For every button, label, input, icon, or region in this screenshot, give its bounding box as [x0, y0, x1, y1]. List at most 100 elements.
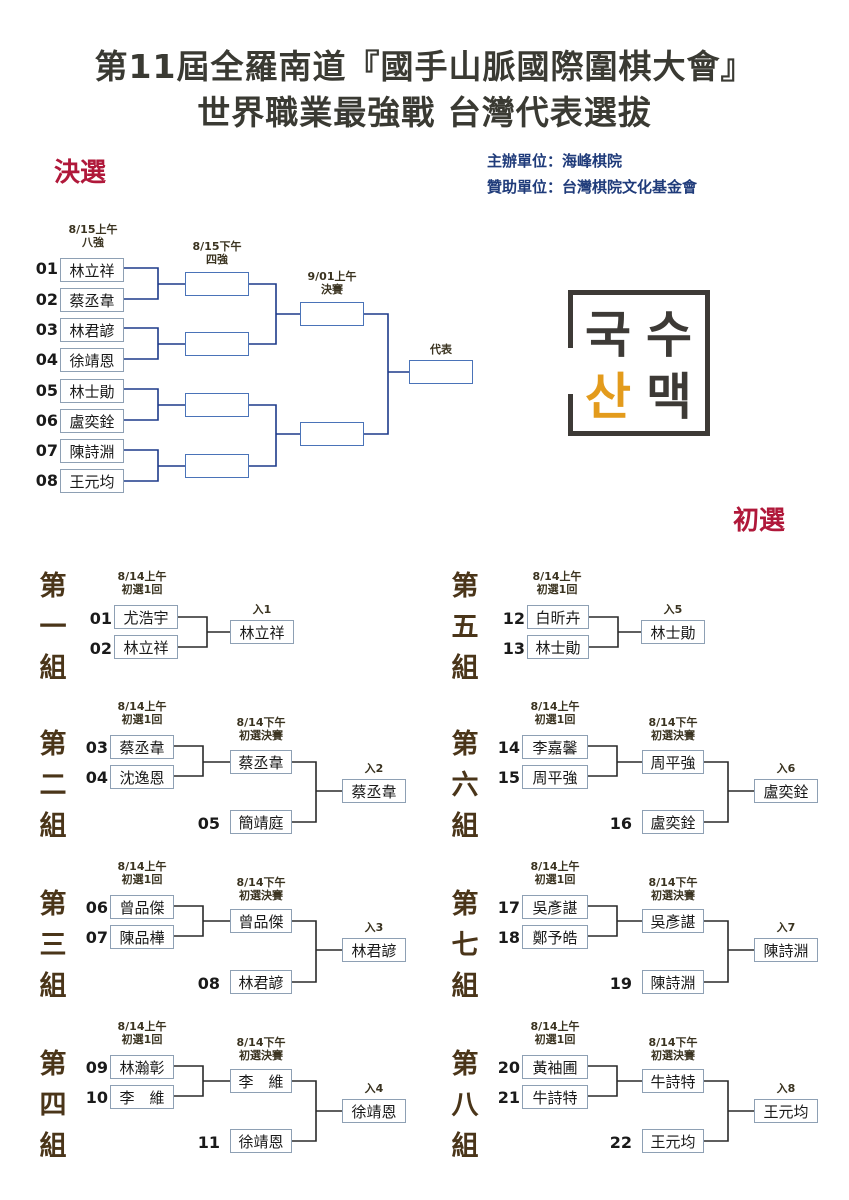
group-title: 第 五 組: [450, 566, 480, 689]
round1-date: 8/14上午: [530, 700, 580, 713]
round1-stage: 初選1回: [536, 583, 578, 596]
group-player: 吳彥諶: [522, 895, 588, 919]
group-title-char: 第: [451, 889, 479, 920]
group-title-char: 組: [451, 653, 479, 684]
seed-number: 06: [35, 411, 58, 430]
finals-r3-date: 9/01上午: [307, 270, 357, 283]
round2-date: 8/14下午: [236, 1036, 286, 1049]
group-title-char: 組: [451, 1131, 479, 1162]
group-title-char: 第: [39, 571, 67, 602]
finals-winner-label: 代表: [430, 343, 452, 356]
seed-number: 01: [89, 609, 112, 628]
round1-date: 8/14上午: [530, 860, 580, 873]
round2-stage: 初選決賽: [239, 729, 283, 742]
round1-date: 8/14上午: [117, 1020, 167, 1033]
bye-player: 林君諺: [230, 970, 292, 994]
host-organizer: 主辦單位：海峰棋院: [487, 152, 623, 170]
seed-number: 05: [197, 814, 220, 833]
seed-number: 14: [497, 738, 520, 757]
group-title-char: 組: [39, 971, 67, 1002]
group-title-char: 組: [451, 971, 479, 1002]
finals-r1-stage: 八強: [82, 236, 104, 249]
round2-stage: 初選決賽: [239, 1049, 283, 1062]
finals-r1-date: 8/15上午: [68, 223, 118, 236]
advance-label: 入4: [364, 1082, 384, 1095]
group-title-char: 組: [39, 1131, 67, 1162]
finals-player: 林君諺: [60, 318, 124, 342]
group-player: 鄭予皓: [522, 925, 588, 949]
group-player: 蔡丞韋: [110, 735, 174, 759]
seed-number: 19: [609, 974, 632, 993]
finals-r2-stage: 四強: [206, 253, 228, 266]
group-title-char: 八: [451, 1090, 479, 1121]
group-player: 沈逸恩: [110, 765, 174, 789]
quarterfinal-slot: [185, 454, 249, 478]
group-title-char: 七: [451, 930, 479, 961]
seed-number: 06: [85, 898, 108, 917]
quarterfinal-slot: [185, 332, 249, 356]
group-title-char: 第: [39, 1049, 67, 1080]
round1-date: 8/14上午: [530, 1020, 580, 1033]
group-title-char: 第: [451, 729, 479, 760]
group-player: 李嘉馨: [522, 735, 588, 759]
seed-number: 04: [85, 768, 108, 787]
bye-player: 盧奕銓: [642, 810, 704, 834]
guksu-sanmaek-logo: 국 수 산 맥: [567, 289, 711, 440]
round1-stage: 初選1回: [534, 1033, 576, 1046]
group-player: 黃袖圃: [522, 1055, 588, 1079]
bye-player: 簡靖庭: [230, 810, 292, 834]
round1-stage: 初選1回: [121, 873, 163, 886]
seed-number: 07: [85, 928, 108, 947]
seed-number: 04: [35, 350, 58, 369]
seed-number: 03: [35, 320, 58, 339]
seed-number: 03: [85, 738, 108, 757]
page-title-line2: 世界職業最強戰 台灣代表選拔: [197, 93, 652, 132]
round1-date: 8/14上午: [117, 860, 167, 873]
page-title-line1: 第11屆全羅南道『國手山脈國際圍棋大會』: [94, 47, 755, 86]
seed-number: 16: [609, 814, 632, 833]
group-title-char: 三: [39, 930, 67, 961]
advancing-player: 林士勛: [641, 620, 705, 644]
group-player: 林瀚彰: [110, 1055, 174, 1079]
group-player: 牛詩特: [522, 1085, 588, 1109]
group-player: 林士勛: [527, 635, 589, 659]
group-title: 第 二 組: [38, 724, 68, 847]
finals-player: 王元均: [60, 469, 124, 493]
advance-label: 入8: [776, 1082, 796, 1095]
advancing-player: 陳詩淵: [754, 938, 818, 962]
group-title: 第 一 組: [38, 566, 68, 689]
advancing-player: 林君諺: [342, 938, 406, 962]
round2-date: 8/14下午: [236, 876, 286, 889]
group-title-char: 第: [39, 729, 67, 760]
finals-player: 陳詩淵: [60, 439, 124, 463]
round1-date: 8/14上午: [532, 570, 582, 583]
advancing-player: 徐靖恩: [342, 1099, 406, 1123]
group-player: 林立祥: [114, 635, 178, 659]
advancing-player: 林立祥: [230, 620, 294, 644]
finals-player: 林立祥: [60, 258, 124, 282]
semifinal-slot: [300, 302, 364, 326]
round1-winner: 牛詩特: [642, 1069, 704, 1093]
advance-label: 入7: [776, 921, 796, 934]
seed-number: 01: [35, 259, 58, 278]
group-title-char: 一: [39, 612, 67, 643]
seed-number: 21: [497, 1088, 520, 1107]
quarterfinal-slot: [185, 393, 249, 417]
seed-number: 15: [497, 768, 520, 787]
seed-number: 11: [197, 1133, 220, 1152]
group-title-char: 六: [451, 770, 479, 801]
svg-text:국: 국: [585, 306, 631, 364]
round2-stage: 初選決賽: [651, 729, 695, 742]
advance-label: 入1: [252, 603, 272, 616]
group-player: 陳品樺: [110, 925, 174, 949]
representative-slot: [409, 360, 473, 384]
advancing-player: 王元均: [754, 1099, 818, 1123]
round1-stage: 初選1回: [534, 873, 576, 886]
bye-player: 陳詩淵: [642, 970, 704, 994]
group-title: 第 三 組: [38, 884, 68, 1007]
finals-player: 蔡丞韋: [60, 288, 124, 312]
group-title: 第 七 組: [450, 884, 480, 1007]
round2-stage: 初選決賽: [651, 889, 695, 902]
